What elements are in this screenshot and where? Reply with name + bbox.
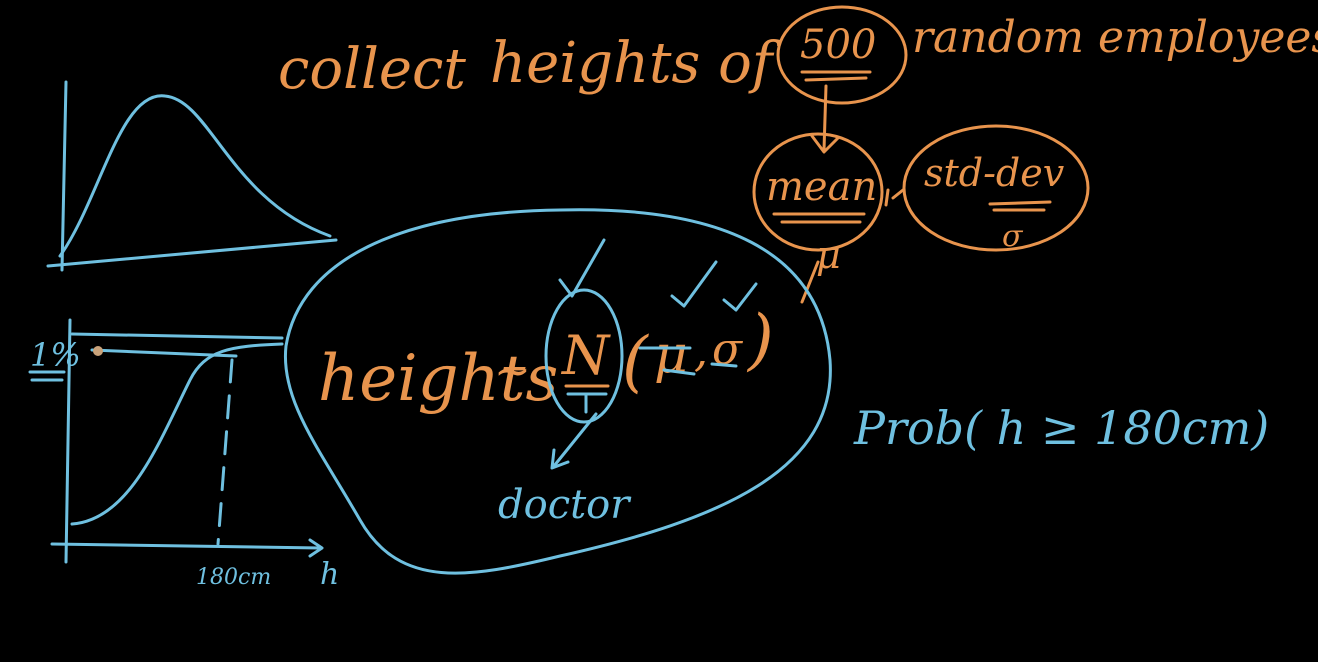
check-mark-mu: [670, 260, 718, 308]
cdf-dashed-line: [216, 358, 234, 546]
mean-symbol: μ: [816, 233, 841, 277]
normal-circle: [544, 288, 624, 424]
pdf-curve: [58, 94, 332, 258]
cdf-sketch: 1% 180cm h: [28, 318, 339, 592]
formula-N: N: [560, 324, 611, 387]
mean-underline: [772, 212, 866, 224]
title-heights-of: heights of: [490, 31, 782, 96]
formula-open-paren: (: [622, 323, 649, 400]
cdf-point: [93, 346, 103, 356]
cdf-y-label: 1%: [30, 336, 81, 374]
cdf-x-label: h: [320, 557, 339, 592]
std-dev-symbol: σ: [1002, 219, 1024, 254]
formula-close-paren: ): [746, 301, 774, 378]
pdf-y-axis: [60, 80, 68, 272]
pdf-sketch: [46, 80, 338, 272]
cdf-top-line: [70, 332, 284, 340]
arrow-count-to-mean: [810, 84, 840, 154]
mean-circle: [752, 132, 884, 252]
std-dev-circle: [902, 124, 1090, 252]
check-mark-sigma: [722, 282, 758, 312]
check-mark-n: [558, 238, 606, 298]
formula-param-underlines: [638, 346, 738, 376]
cdf-curve: [70, 342, 284, 526]
mean-separator: [884, 188, 905, 207]
cdf-y-label-underline: [28, 370, 66, 382]
cdf-level-line: [90, 348, 238, 358]
formula-mu: μ: [654, 325, 688, 385]
doctor-arrow: [550, 412, 598, 470]
mean-label: mean: [766, 164, 877, 210]
population-loop: [283, 208, 832, 575]
formula-comma: ,: [694, 326, 708, 377]
formula-sigma: σ: [712, 324, 744, 375]
count-underline: [800, 70, 872, 82]
pdf-x-axis: [46, 238, 338, 268]
std-dev-label: std-dev: [924, 151, 1065, 195]
title-random-employees: random employees: [912, 12, 1318, 63]
formula-tilde: ~: [494, 346, 531, 397]
doctor-label: doctor: [498, 482, 632, 528]
count-circle: [776, 5, 908, 105]
mean-mark: [800, 260, 820, 304]
cdf-y-axis: [64, 318, 72, 564]
formula-heights: heights: [318, 342, 558, 416]
std-dev-underline: [988, 200, 1052, 212]
prob-expression: Prob( h ≥ 180cm): [853, 401, 1269, 455]
cdf-x-tick: 180cm: [196, 565, 271, 590]
title-count: 500: [800, 22, 876, 68]
cdf-x-axis: [50, 538, 324, 558]
title-collect: collect: [278, 37, 466, 102]
formula-N-underline-blue: [566, 392, 608, 414]
